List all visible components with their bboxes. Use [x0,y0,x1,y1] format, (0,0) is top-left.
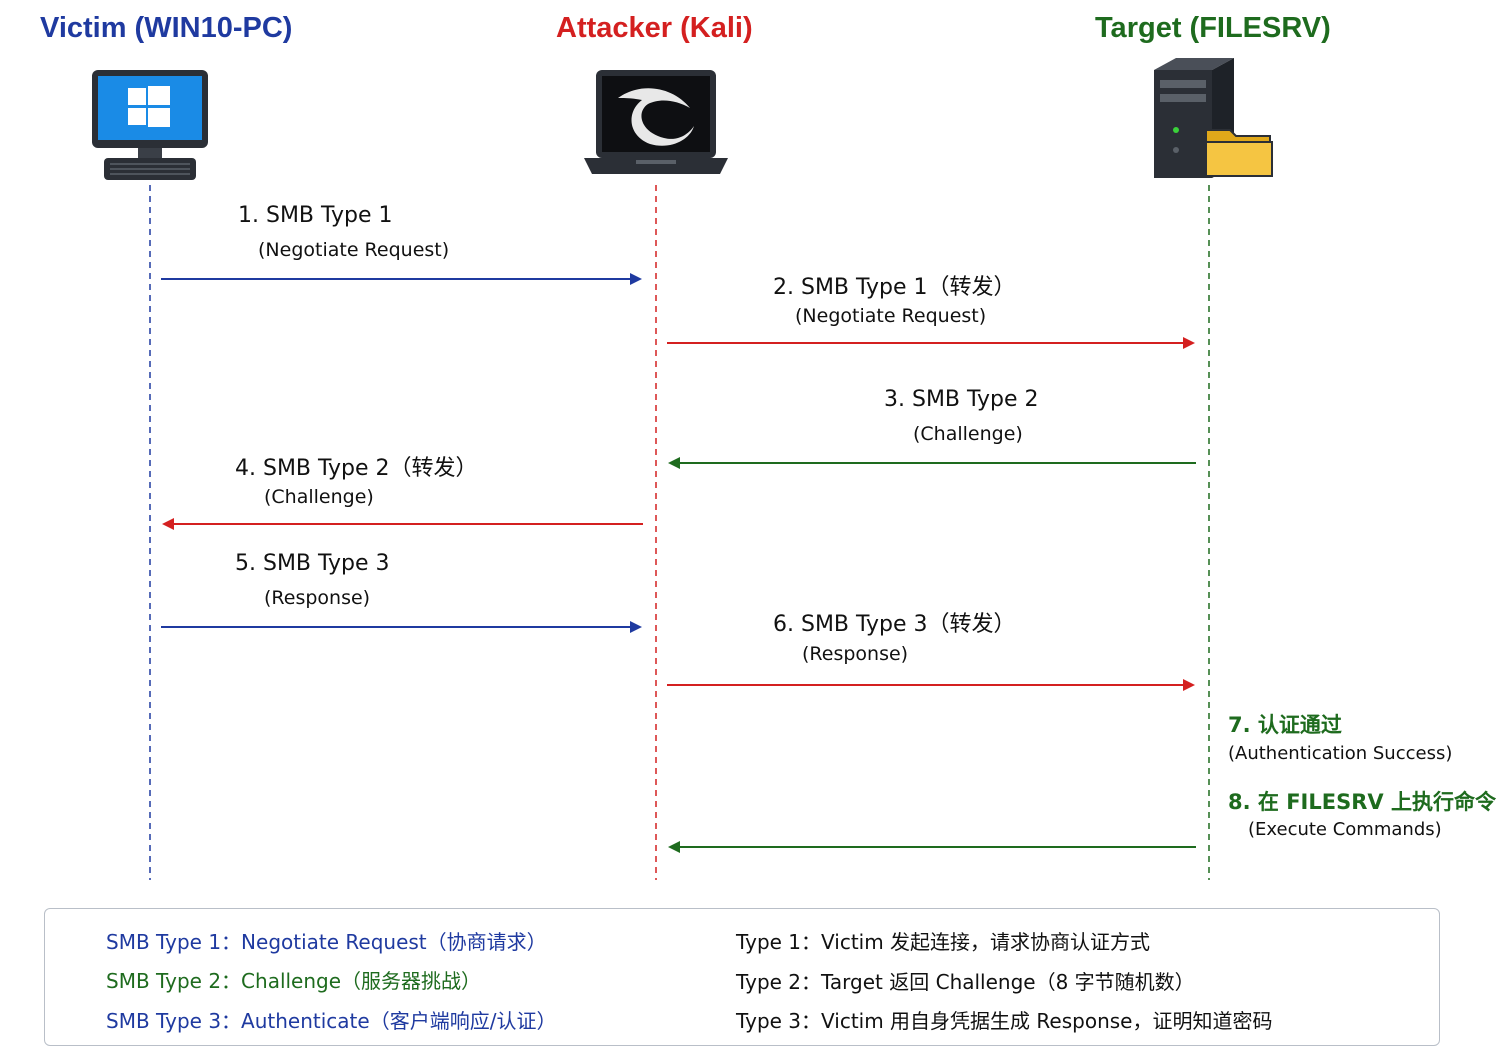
message-1-label: 1. SMB Type 1 [238,203,393,228]
target-title: Target (FILESRV) [1095,12,1331,44]
message-2-sub: (Negotiate Request) [795,305,987,327]
attacker-title: Attacker (Kali) [556,12,753,44]
message-3-sub: (Challenge) [913,423,1023,445]
note-auth-success-label: 7. 认证通过 [1228,713,1342,737]
file-server-icon [1154,58,1273,178]
legend-box [44,908,1440,1046]
legend-left-type2: SMB Type 2：Challenge（服务器挑战） [106,969,482,993]
message-5-sub: (Response) [264,587,371,609]
message-1-sub: (Negotiate Request) [258,239,450,261]
note-auth-success-sub: (Authentication Success) [1228,743,1453,764]
kali-laptop-icon [584,70,728,174]
message-3-label: 3. SMB Type 2 [884,387,1039,412]
note-execute-label: 8. 在 FILESRV 上执行命令 [1228,790,1496,814]
message-6-sub: (Response) [802,643,909,665]
message-6-label: 6. SMB Type 3（转发） [773,612,1016,637]
sequence-diagram [92,58,1273,880]
legend-right-type3: Type 3：Victim 用自身凭据生成 Response，证明知道密码 [736,1009,1273,1033]
legend-right-type1: Type 1：Victim 发起连接，请求协商认证方式 [736,930,1151,954]
message-2-label: 2. SMB Type 1（转发） [773,275,1016,300]
message-4-label: 4. SMB Type 2（转发） [235,456,478,481]
message-4-sub: (Challenge) [264,486,374,508]
legend-left-type3: SMB Type 3：Authenticate（客户端响应/认证） [106,1009,557,1033]
message-5-label: 5. SMB Type 3 [235,551,390,576]
victim-title: Victim (WIN10-PC) [40,12,293,44]
legend-left-type1: SMB Type 1：Negotiate Request（协商请求） [106,930,547,954]
note-execute-sub: (Execute Commands) [1248,819,1442,840]
legend-right-type2: Type 2：Target 返回 Challenge（8 字节随机数） [736,970,1195,994]
windows-pc-icon [92,70,208,180]
